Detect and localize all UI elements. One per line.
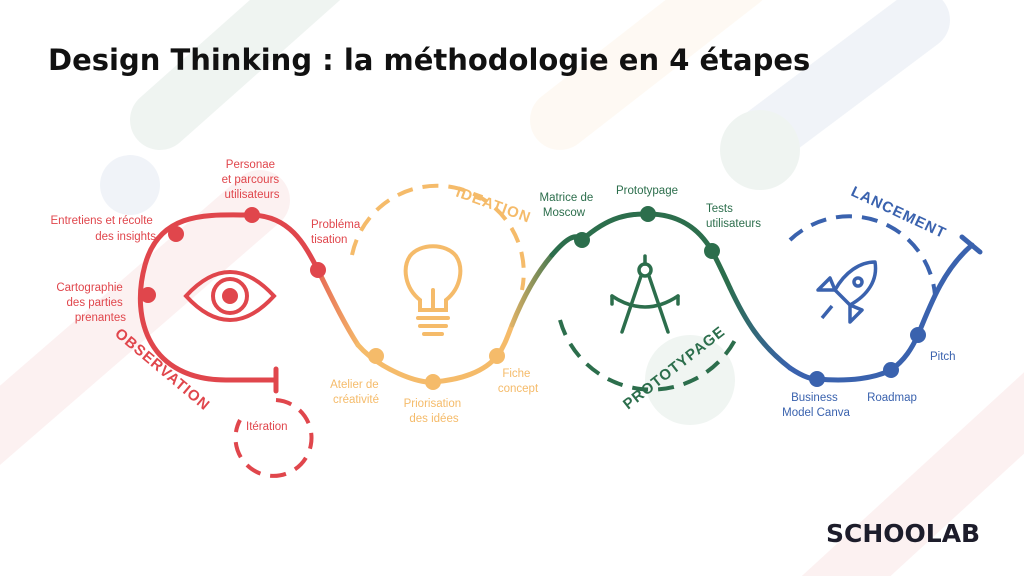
path-transition-3	[727, 285, 793, 371]
page-title: Design Thinking : la méthodologie en 4 é…	[48, 43, 810, 77]
label-prototypage-step: Prototypage	[616, 185, 678, 197]
label-matrice: Matrice de Moscow	[540, 192, 597, 219]
label-iteration: Itération	[246, 421, 288, 433]
node-fiche	[489, 348, 505, 364]
schoolab-logo: SCHOOLAB	[826, 519, 980, 548]
process-path	[137, 211, 975, 385]
phase-title-ideation: IDEATION	[454, 184, 534, 227]
compass-icon	[610, 254, 680, 334]
nodes	[140, 206, 926, 390]
node-cartographie	[140, 287, 156, 303]
node-atelier	[368, 348, 384, 364]
eye-icon	[183, 270, 277, 322]
path-transition-1	[315, 267, 361, 348]
label-business: Business Model Canva	[782, 392, 850, 419]
path-ideation	[355, 322, 515, 385]
node-roadmap	[883, 362, 899, 378]
node-tests	[704, 243, 720, 259]
label-entretiens: Entretiens et récolte des insights	[51, 215, 157, 243]
phase-title-observation: OBSERVATION	[111, 325, 213, 414]
dashed-arc-prototypage	[558, 319, 737, 392]
path-end-cap	[959, 234, 983, 255]
dashed-arc-lancement	[788, 214, 937, 296]
path-observation	[137, 212, 321, 383]
label-cartographie: Cartographie des parties prenantes	[56, 282, 126, 324]
path-transition-2	[509, 252, 555, 328]
label-priorisation: Priorisation des idées	[404, 398, 465, 425]
label-atelier: Atelier de créativité	[330, 379, 382, 406]
node-pitch	[910, 327, 926, 343]
node-entretiens	[168, 226, 184, 242]
dashed-arc-ideation	[350, 183, 526, 291]
node-problematisation	[310, 262, 326, 278]
label-personae: Personae et parcours utilisateurs	[222, 159, 283, 201]
label-roadmap: Roadmap	[867, 392, 917, 404]
node-business	[809, 371, 825, 387]
node-personae	[244, 207, 260, 223]
lightbulb-icon	[403, 244, 463, 336]
label-tests: Tests utilisateurs	[706, 203, 761, 230]
rocket-icon	[816, 260, 878, 324]
node-matrice	[574, 232, 590, 248]
node-prototypage	[640, 206, 656, 222]
label-problematisation: Probléma tisation	[311, 219, 363, 246]
label-fiche: Fiche concept	[498, 368, 539, 395]
label-pitch: Pitch	[930, 351, 956, 363]
dashed-arc-iteration	[233, 398, 314, 478]
node-priorisation	[425, 374, 441, 390]
